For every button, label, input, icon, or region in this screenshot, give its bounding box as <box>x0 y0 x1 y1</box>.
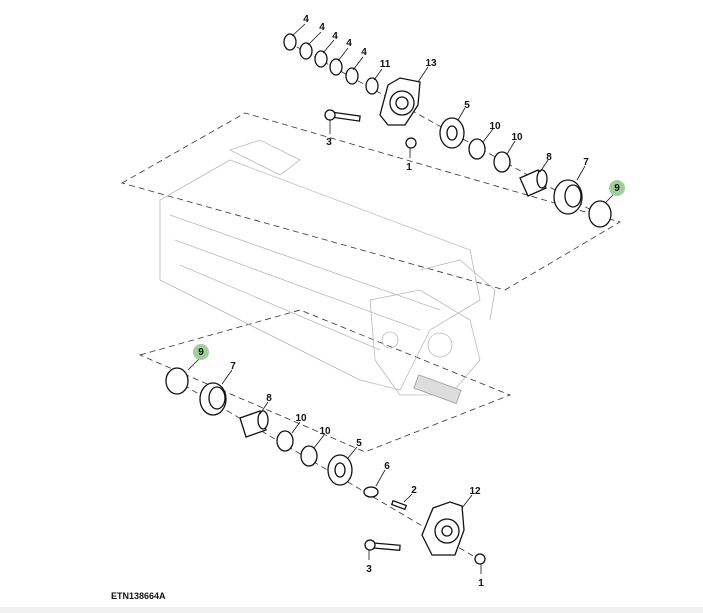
callout-label[interactable]: 10 <box>295 413 307 424</box>
callout-label[interactable]: 5 <box>464 100 470 111</box>
callout-label[interactable]: 5 <box>356 438 362 449</box>
snap-ring-part[interactable] <box>299 42 313 60</box>
washer-part-10[interactable] <box>300 445 318 467</box>
highlight-badge <box>193 344 209 360</box>
callout-label[interactable]: 4 <box>346 38 352 49</box>
diagram-code: ETN138664A <box>111 591 166 601</box>
footer-strip <box>0 607 703 613</box>
top-assembly: 4 4 4 4 4 11 13 3 1 5 10 10 8 7 9 <box>283 14 625 228</box>
highlight-badge <box>609 180 625 196</box>
callout-label[interactable]: 13 <box>425 58 437 69</box>
snap-ring-part[interactable] <box>345 67 359 85</box>
callout-label[interactable]: 8 <box>546 152 552 163</box>
callout-label[interactable]: 4 <box>319 22 325 33</box>
callout-label-highlighted[interactable]: 9 <box>198 347 204 358</box>
washer-part-10[interactable] <box>276 430 294 452</box>
callout-label[interactable]: 10 <box>489 121 501 132</box>
callout-label[interactable]: 6 <box>384 461 390 472</box>
callout-label[interactable]: 10 <box>319 426 331 437</box>
snap-ring-part[interactable] <box>329 58 343 76</box>
machine-frame-ghost <box>120 112 621 453</box>
callout-label[interactable]: 7 <box>583 157 589 168</box>
callout-label[interactable]: 1 <box>406 162 412 173</box>
callout-label[interactable]: 12 <box>469 486 481 497</box>
snap-ring-part-9[interactable] <box>588 200 612 228</box>
nut-part-1[interactable] <box>405 137 417 149</box>
callout-label[interactable]: 7 <box>230 361 236 372</box>
callout-label[interactable]: 10 <box>511 132 523 143</box>
washer-part-10[interactable] <box>493 151 511 173</box>
snap-ring-part-9[interactable] <box>165 367 189 395</box>
callout-label[interactable]: 11 <box>380 59 391 70</box>
callout-label[interactable]: 4 <box>332 31 338 42</box>
callout-label[interactable]: 2 <box>411 485 417 496</box>
bottom-assembly: 9 7 8 10 10 5 6 2 12 3 1 <box>165 344 486 589</box>
washer-part-10[interactable] <box>468 138 486 160</box>
snap-ring-part[interactable] <box>314 50 328 68</box>
callout-label-highlighted[interactable]: 9 <box>614 183 620 194</box>
callout-label[interactable]: 3 <box>366 564 372 575</box>
callout-label[interactable]: 4 <box>303 14 309 25</box>
callout-label[interactable]: 3 <box>326 137 332 148</box>
nut-part-1[interactable] <box>474 553 486 565</box>
callout-label[interactable]: 8 <box>266 393 272 404</box>
leader-lines <box>291 23 615 204</box>
callout-label[interactable]: 4 <box>361 47 367 58</box>
callout-label[interactable]: 1 <box>478 578 484 589</box>
bolt-part-2[interactable] <box>390 499 408 511</box>
washer-part-6[interactable] <box>363 486 379 498</box>
ring-part-11[interactable] <box>365 77 379 95</box>
snap-ring-part[interactable] <box>283 33 297 51</box>
leader-lines <box>187 358 482 574</box>
